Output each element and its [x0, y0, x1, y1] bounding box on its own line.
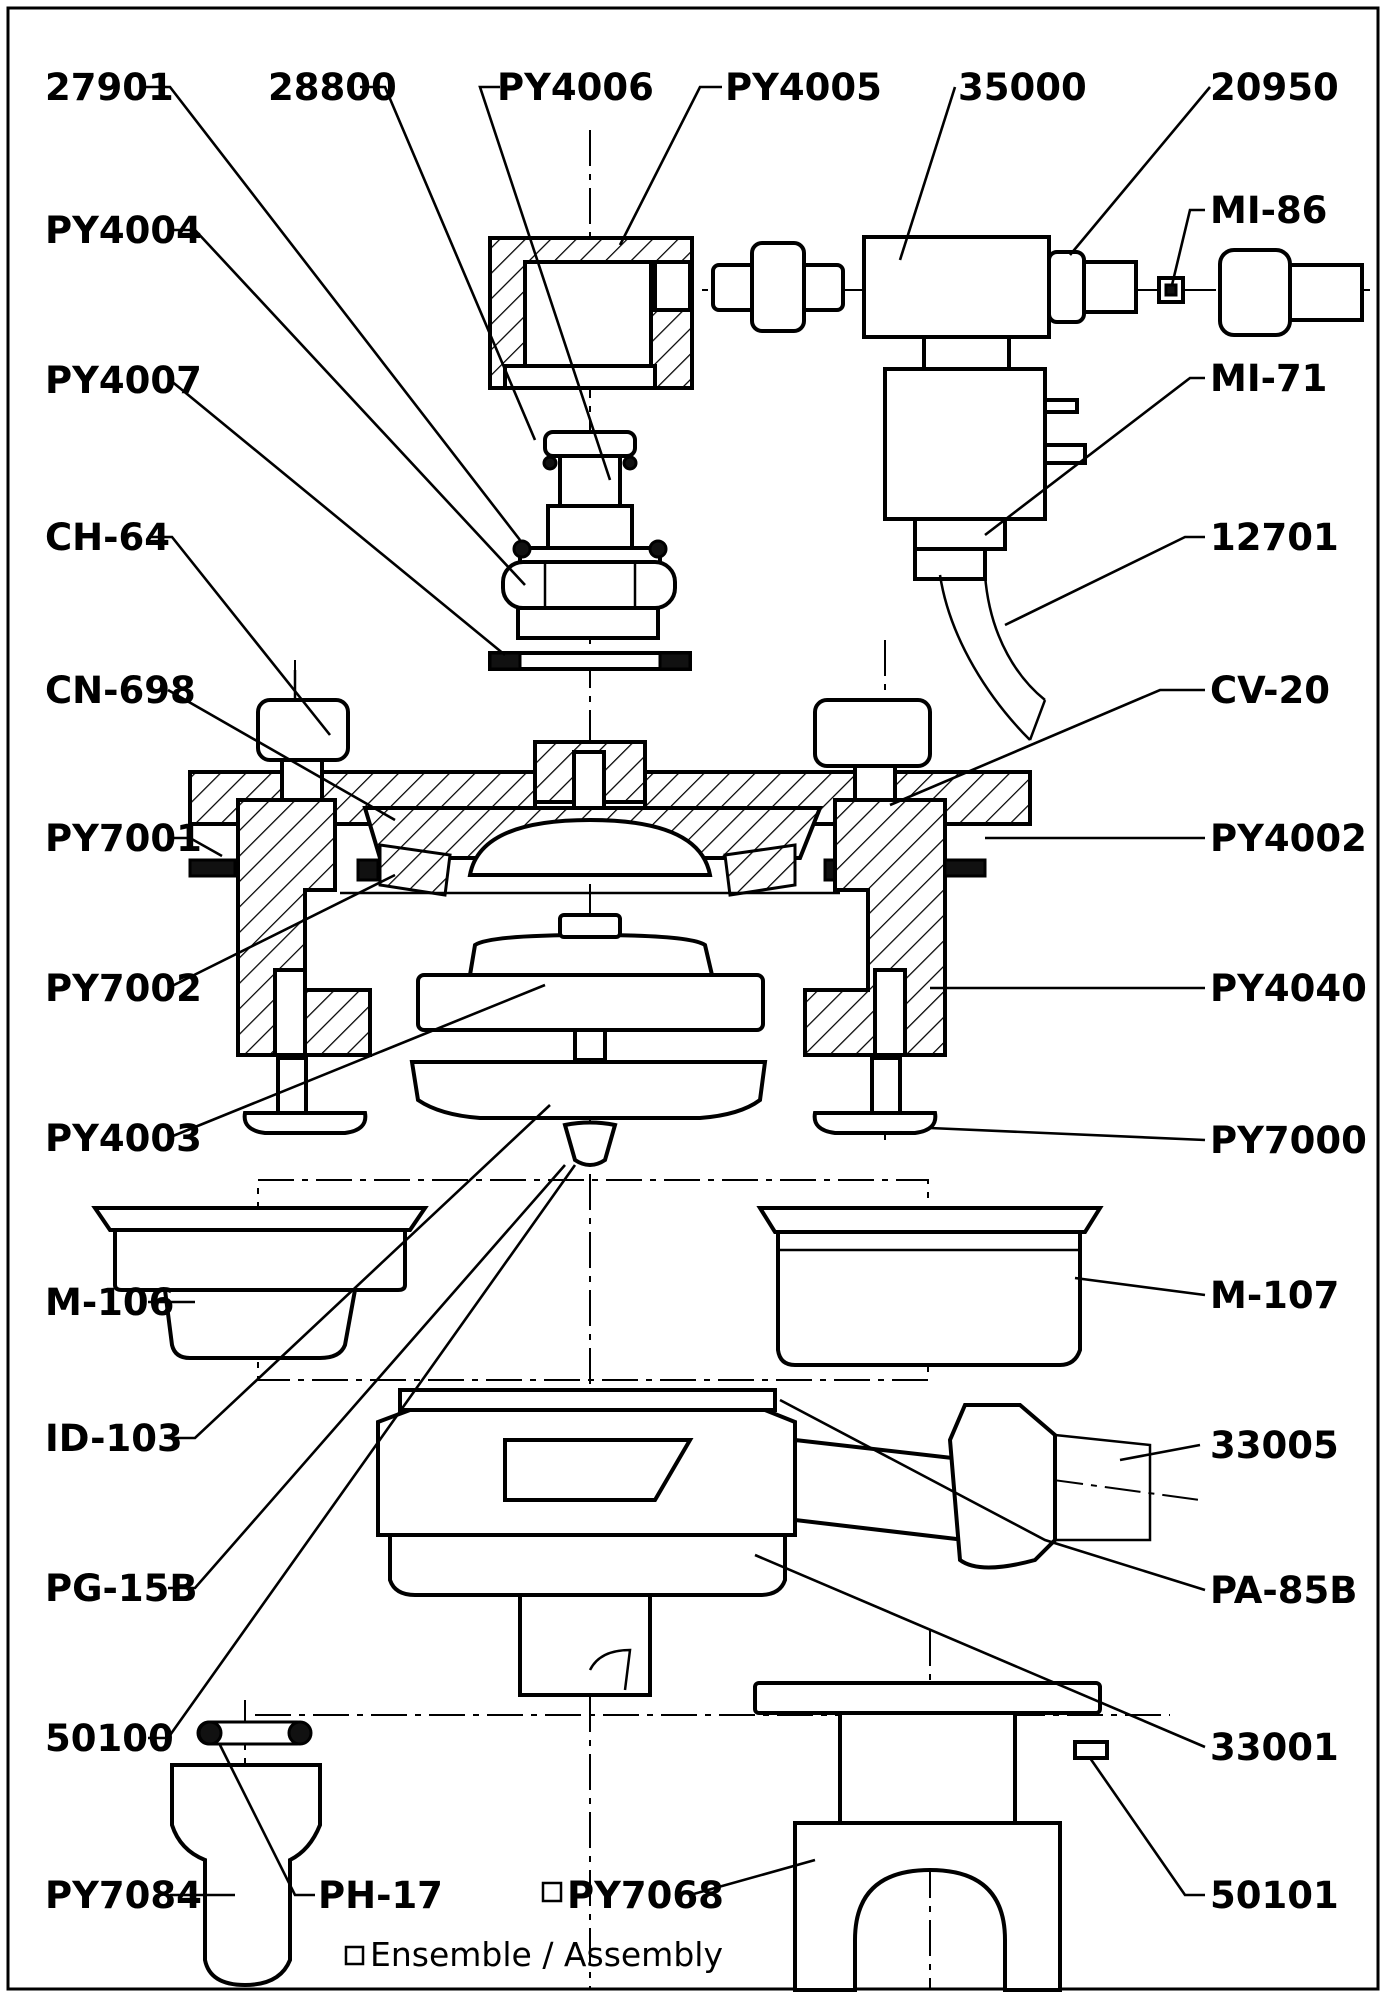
- legend-text: Ensemble / Assembly: [370, 1935, 723, 1974]
- part-33001-body: [376, 1388, 797, 1697]
- legend-square-icon: [344, 1945, 365, 1966]
- label-33005: 33005: [1210, 1424, 1339, 1467]
- part-py4003-plates: [409, 913, 768, 1167]
- label-28800: 28800: [268, 66, 397, 109]
- part-hose-connector: [1218, 248, 1364, 337]
- part-right-bracket: [803, 698, 987, 1057]
- label-20950: 20950: [1210, 66, 1339, 109]
- label-33001: 33001: [1210, 1726, 1339, 1769]
- label-27901: 27901: [45, 66, 174, 109]
- label-pa85b: PA-85B: [1210, 1569, 1357, 1612]
- label-mi71: MI-71: [1210, 357, 1327, 400]
- label-cv20: CV-20: [1210, 669, 1330, 712]
- part-m106-cup: [91, 1206, 429, 1360]
- label-m107: M-107: [1210, 1274, 1339, 1317]
- part-35000-solenoid: [862, 235, 1138, 581]
- label-50100: 50100: [45, 1717, 174, 1760]
- label-pg15b: PG-15B: [45, 1567, 198, 1610]
- label-py4004: PY4004: [45, 209, 202, 252]
- part-12701-tube: [938, 574, 1047, 741]
- part-py7084-nozzle: [170, 1720, 322, 1988]
- leader-lines: [140, 85, 1211, 1897]
- part-py4004-nut: [501, 539, 677, 640]
- label-12701: 12701: [1210, 516, 1339, 559]
- label-mi86: MI-86: [1210, 189, 1327, 232]
- part-33005-outlet: [793, 1403, 1152, 1570]
- label-m106: M-106: [45, 1281, 174, 1324]
- label-py4007: PY4007: [45, 359, 202, 402]
- label-py4002: PY4002: [1210, 817, 1367, 860]
- label-50101: 50101: [1210, 1874, 1339, 1917]
- label-py4005: PY4005: [725, 66, 882, 109]
- label-ph17: PH-17: [318, 1874, 443, 1917]
- part-main-plate: [188, 740, 1032, 897]
- part-py4007-gasket: [488, 651, 692, 671]
- part-py7068-bracket: [753, 1681, 1109, 1992]
- legend: Ensemble / Assembly: [344, 1935, 723, 1974]
- label-id103: ID-103: [45, 1417, 183, 1460]
- part-py7000-feet: [242, 1056, 938, 1135]
- label-py7000: PY7000: [1210, 1119, 1367, 1162]
- part-left-bracket: [188, 670, 372, 1057]
- label-py4006: PY4006: [497, 66, 654, 109]
- part-mi86-seal: [1157, 276, 1185, 304]
- part-py4005-cap: [488, 236, 694, 390]
- part-labels: 27901 28800 PY4006 PY4005 35000 20950 MI…: [45, 66, 1367, 1917]
- label-py7001: PY7001: [45, 817, 202, 860]
- part-m107-cup: [756, 1206, 1104, 1367]
- label-35000: 35000: [958, 66, 1087, 109]
- part-valve-seat: [542, 430, 638, 550]
- label-py4040: PY4040: [1210, 967, 1367, 1010]
- assembly-marker-square: [541, 1881, 563, 1903]
- label-py7084: PY7084: [45, 1874, 202, 1917]
- label-ch64: CH-64: [45, 516, 170, 559]
- sheet-frame: [6, 6, 1380, 1991]
- label-py7068: PY7068: [567, 1874, 724, 1917]
- part-union-fitting: [711, 241, 845, 333]
- label-py7002: PY7002: [45, 967, 202, 1010]
- label-py4003: PY4003: [45, 1117, 202, 1160]
- label-cn698: CN-698: [45, 669, 196, 712]
